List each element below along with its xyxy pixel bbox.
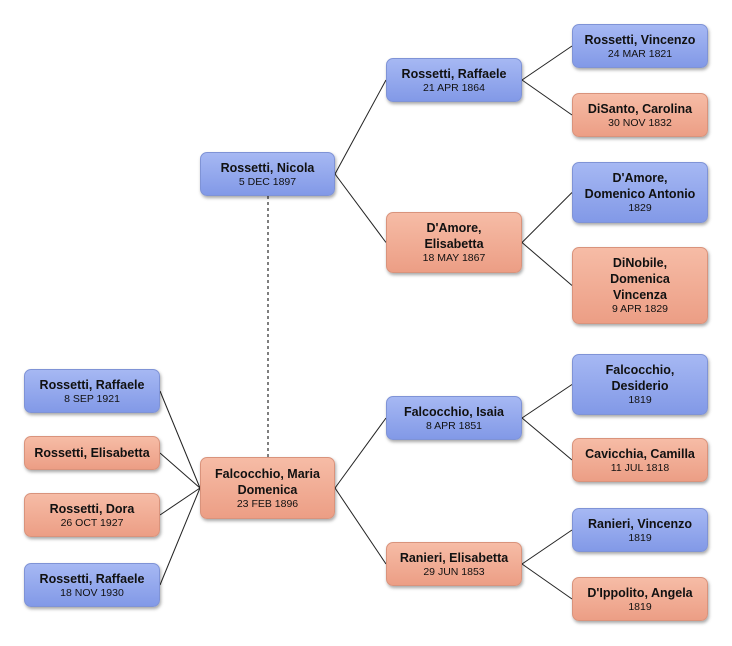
- person-name: Falcocchio, Desiderio: [605, 363, 675, 393]
- parent-link-line: [521, 192, 573, 243]
- parent-link-line: [521, 563, 573, 600]
- person-name: Cavicchia, Camilla: [585, 446, 695, 461]
- person-name: DiNobile, Domenica Vincenza: [610, 256, 670, 302]
- person-date: 18 NOV 1930: [60, 586, 124, 599]
- person-date: 8 SEP 1921: [64, 392, 120, 405]
- parent-link-line: [334, 487, 387, 565]
- person-date: 30 NOV 1832: [608, 116, 672, 129]
- parent-link-line: [521, 45, 573, 81]
- person-date: 26 OCT 1927: [60, 516, 124, 529]
- person-date: 24 MAR 1821: [607, 47, 673, 60]
- person-date: 11 JUL 1818: [610, 461, 670, 474]
- child-link-line: [159, 487, 201, 586]
- person-name: Falcocchio, Isaia: [403, 404, 505, 419]
- child-link-line: [159, 487, 201, 516]
- parent-link-line: [521, 529, 573, 565]
- person-date: 5 DEC 1897: [238, 175, 297, 188]
- person-date: 23 FEB 1896: [236, 497, 299, 510]
- person-name: Falcocchio, Maria Domenica: [215, 466, 320, 497]
- person-name: Rossetti, Dora: [49, 501, 135, 516]
- person-name: Rossetti, Raffaele: [39, 377, 145, 392]
- parent-link-line: [334, 417, 387, 489]
- person-date: 1829: [628, 202, 652, 214]
- child-link-line: [159, 452, 201, 489]
- person-date: 9 APR 1829: [611, 303, 669, 315]
- parent-link-line: [521, 242, 573, 286]
- parent-link-line: [334, 79, 387, 175]
- child-link-line: [159, 390, 201, 489]
- person-date: 1819: [628, 600, 652, 613]
- person-date: 1819: [628, 531, 652, 544]
- person-name: Rossetti, Elisabetta: [34, 446, 150, 460]
- person-name: DiSanto, Carolina: [587, 101, 693, 116]
- person-node-child2[interactable]: Rossetti, Elisabetta: [24, 436, 160, 470]
- person-name: Rossetti, Raffaele: [401, 66, 507, 81]
- person-name: Rossetti, Raffaele: [39, 571, 145, 586]
- person-name: D'Amore, Domenico Antonio: [584, 171, 696, 201]
- person-name: Ranieri, Vincenzo: [588, 516, 692, 531]
- parent-link-line: [521, 417, 573, 461]
- parent-link-line: [334, 173, 387, 243]
- person-name: D'Ippolito, Angela: [587, 585, 693, 600]
- person-date: 21 APR 1864: [423, 81, 485, 94]
- person-name: D'Amore, Elisabetta: [424, 221, 484, 251]
- person-date: 29 JUN 1853: [423, 565, 485, 578]
- person-name: Ranieri, Elisabetta: [399, 550, 509, 565]
- person-date: 8 APR 1851: [425, 419, 483, 432]
- person-date: 1819: [628, 394, 652, 406]
- parent-link-line: [521, 384, 573, 419]
- person-name: Rossetti, Nicola: [220, 160, 315, 175]
- person-date: 18 MAY 1867: [422, 252, 486, 264]
- person-name: Rossetti, Vincenzo: [584, 32, 696, 47]
- parent-link-line: [521, 79, 573, 116]
